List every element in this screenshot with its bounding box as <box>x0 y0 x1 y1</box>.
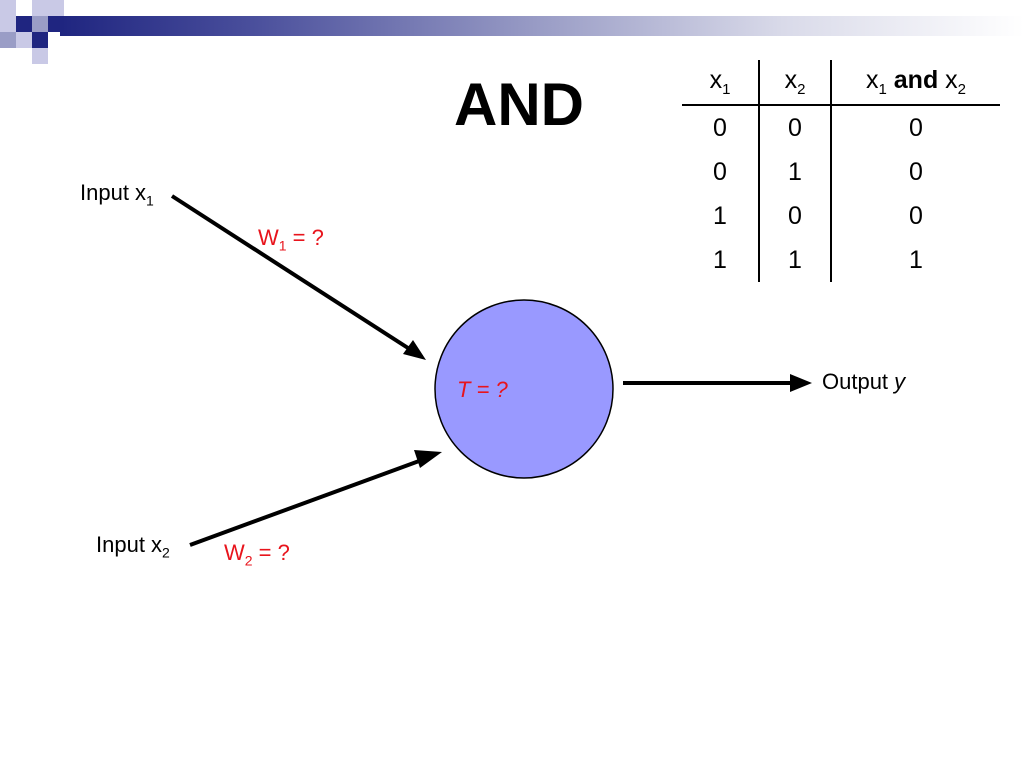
header-square <box>32 32 48 48</box>
input2-arrowhead <box>414 450 442 468</box>
weight1-label: W1 = ? <box>258 225 324 258</box>
header-square <box>0 16 16 32</box>
truth-table-header-row: x1 x2 x1 and x2 <box>682 60 1000 106</box>
input2-label: Input x2 <box>96 532 170 565</box>
header-square <box>0 32 16 48</box>
header-decoration <box>0 0 1024 64</box>
header-square <box>32 16 48 32</box>
header-and-left-sub: 1 <box>878 81 887 98</box>
output-text: Output <box>822 369 895 394</box>
header-square <box>16 32 32 48</box>
header-x1: x1 <box>682 60 760 106</box>
weight2-sub: 2 <box>244 552 253 569</box>
table-row: 0 1 0 <box>682 150 1000 194</box>
table-cell: 1 <box>909 245 923 274</box>
input1-sub: 1 <box>146 192 154 209</box>
table-row: 1 0 0 <box>682 194 1000 238</box>
output-label: Output y <box>822 369 905 395</box>
header-and-word: and <box>893 66 939 94</box>
header-x1-base: x <box>709 66 723 94</box>
weight2-label: W2 = ? <box>224 540 290 573</box>
header-and-right-sub: 2 <box>957 81 967 98</box>
neuron-node <box>434 299 614 479</box>
output-variable: y <box>894 369 906 394</box>
header-square <box>48 16 64 32</box>
table-cell: 0 <box>759 194 832 238</box>
header-square <box>32 0 48 16</box>
input1-arrowhead <box>403 340 426 360</box>
header-and-left-base: x <box>865 66 879 94</box>
table-cell: 0 <box>759 105 832 150</box>
table-cell: 0 <box>909 157 923 186</box>
header-square <box>16 16 32 32</box>
input2-arrow <box>189 455 431 547</box>
table-row: 1 1 1 <box>682 238 1000 282</box>
table-row: 0 0 0 <box>682 105 1000 150</box>
header-x2-base: x <box>784 66 798 94</box>
threshold-label: T = ? <box>457 377 508 402</box>
input1-arrow <box>170 194 424 359</box>
header-square <box>16 0 32 16</box>
input1-text: Input x <box>80 180 147 205</box>
table-cell: 0 <box>682 105 760 150</box>
header-and: x1 and x2 <box>831 60 1000 106</box>
input1-label: Input x1 <box>80 180 154 213</box>
weight1-sub: 1 <box>278 237 287 254</box>
weight2-rest: = ? <box>252 540 290 565</box>
header-square <box>32 48 48 64</box>
weight2-base: W <box>224 540 245 565</box>
weight1-rest: = ? <box>286 225 324 250</box>
input2-text: Input x <box>96 532 163 557</box>
table-cell: 0 <box>682 150 760 194</box>
table-cell: 1 <box>682 238 760 282</box>
table-cell: 0 <box>909 201 923 230</box>
slide-title: AND <box>454 71 584 138</box>
input2-sub: 2 <box>162 544 170 561</box>
header-square <box>0 0 16 16</box>
table-cell: 1 <box>759 150 832 194</box>
header-x2-sub: 2 <box>797 81 806 98</box>
header-gradient-band <box>60 16 1024 36</box>
table-cell: 1 <box>682 194 760 238</box>
truth-table: x1 x2 x1 and x2 0 0 0 0 1 0 1 0 0 1 1 1 <box>682 60 1000 282</box>
output-arrowhead <box>790 374 812 392</box>
weight1-base: W <box>258 225 279 250</box>
header-square <box>48 0 64 16</box>
header-x1-sub: 1 <box>722 81 731 98</box>
header-and-right-base: x <box>945 66 958 94</box>
table-cell: 0 <box>909 113 923 142</box>
header-x2: x2 <box>759 60 832 106</box>
table-cell: 1 <box>759 238 832 282</box>
